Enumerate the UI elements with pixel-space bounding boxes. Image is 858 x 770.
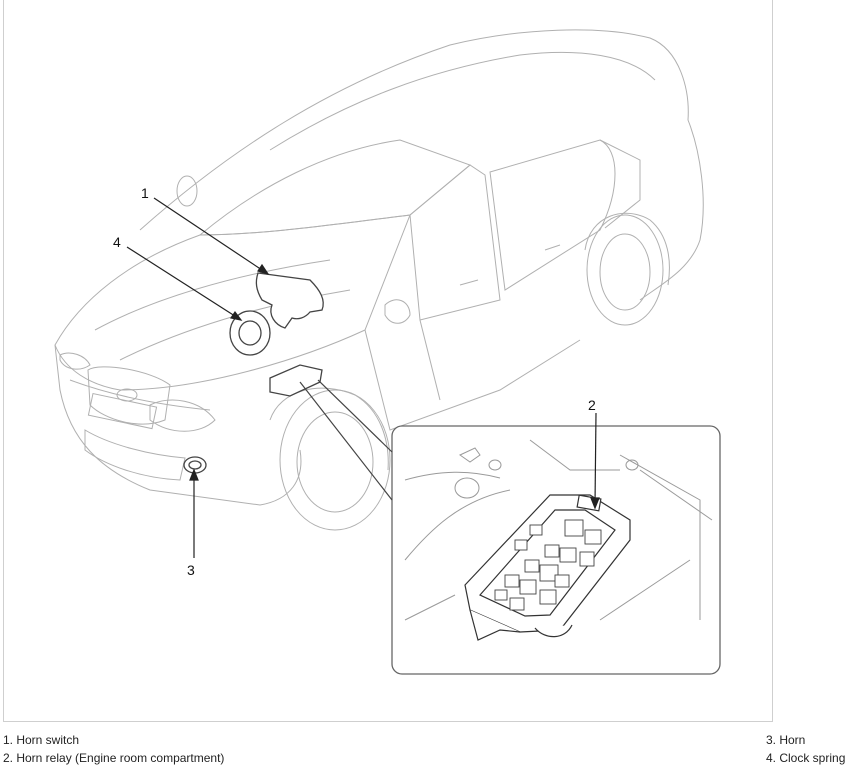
clock-spring-part — [229, 310, 271, 356]
leader-lines — [126, 197, 600, 558]
horn-part — [183, 456, 207, 474]
horn-switch-part — [255, 272, 324, 329]
detail-inset — [299, 379, 721, 675]
fuse-box-marker — [269, 364, 323, 397]
legend-item-horn-relay: 2. Horn relay (Engine room compartment) — [3, 751, 225, 765]
legend-item-clock-spring: 4. Clock spring — [766, 751, 846, 765]
callout-1: 1 — [141, 185, 149, 201]
car-component-diagram: 1 4 2 3 — [54, 29, 721, 675]
legend-item-horn-switch: 1. Horn switch — [3, 733, 80, 747]
callout-3: 3 — [187, 562, 195, 578]
legend-left: 1. Horn switch 2. Horn relay (Engine roo… — [3, 731, 224, 767]
callout-2: 2 — [588, 397, 596, 413]
car-outline — [54, 29, 704, 531]
legend-right: 3. Horn 4. Clock spring — [766, 731, 845, 767]
callout-4: 4 — [113, 234, 121, 250]
legend-item-horn: 3. Horn — [766, 733, 806, 747]
